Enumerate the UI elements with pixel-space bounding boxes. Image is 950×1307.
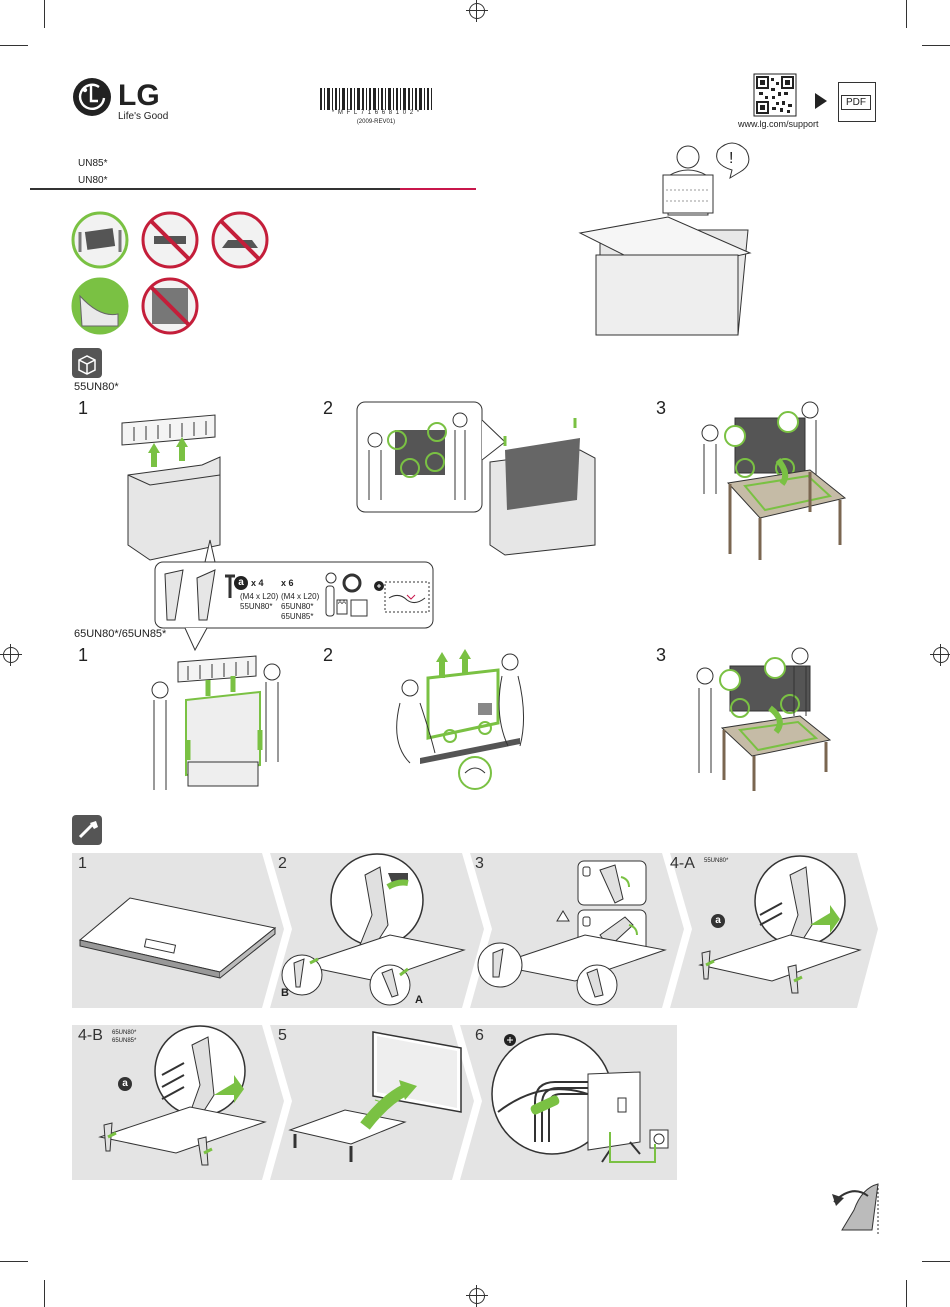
- stand-lock-illustration: [477, 860, 667, 1006]
- registration-mark-right: [930, 644, 950, 666]
- unpack-65-step1-illustration: [151, 655, 281, 790]
- barcode: [320, 88, 432, 110]
- screw-b-spec: (M4 x L20): [281, 592, 320, 601]
- cable-icon: [342, 573, 362, 593]
- unpack-55-step3-illustration: [701, 401, 847, 560]
- step-3-label: 3: [656, 398, 667, 418]
- brand-name: LG: [118, 79, 160, 112]
- screw-b-qty: x 6: [281, 578, 294, 588]
- pdf-icon: PDF: [838, 82, 876, 122]
- screw-a-spec: (M4 x L20): [240, 592, 279, 601]
- battery-icon: [336, 599, 348, 615]
- revision-code: (2009-REV01): [356, 119, 396, 125]
- crop-mark: [922, 1261, 950, 1262]
- step-2-label: 2: [323, 398, 334, 418]
- ok-carry-upright-icon: [71, 211, 129, 269]
- screw-a-badge-4b: a: [118, 1077, 132, 1091]
- header-rule: [30, 188, 400, 190]
- no-touch-screen-icon: [141, 277, 199, 335]
- manual-icon: [350, 599, 368, 617]
- registration-mark-top: [466, 0, 488, 22]
- remote-icon: [325, 585, 335, 617]
- stand-leg-right-icon: [196, 569, 216, 621]
- screw-b-model-65un85: 65UN85*: [281, 612, 314, 621]
- unpack-model-65: 65UN80*/65UN85*: [74, 628, 167, 640]
- pdf-label: PDF: [841, 95, 871, 110]
- assembly-step-4a: 4-A: [670, 855, 695, 872]
- no-carry-flat-icon: [141, 211, 199, 269]
- assembly-step-4b: 4-B: [78, 1027, 103, 1044]
- unpack-model-55: 55UN80*: [74, 381, 119, 393]
- assembly-step-4a-model: 55UN80*: [704, 858, 729, 864]
- model-un85: UN85*: [78, 158, 108, 169]
- tv-face-down-illustration: [78, 897, 277, 979]
- support-url[interactable]: www.lg.com/support: [738, 119, 819, 129]
- unpack-65-step3-illustration: [696, 647, 832, 791]
- assembly-step-3: 3: [475, 855, 484, 872]
- crop-mark: [44, 0, 45, 28]
- unpack-65-step2-illustration: [396, 649, 525, 790]
- registration-mark-left: [0, 644, 22, 666]
- screw-a-models: 55UN80*: [240, 602, 273, 611]
- assembly-section-icon: [72, 815, 102, 845]
- brand-tagline: Life's Good: [118, 111, 169, 122]
- svg-text:!: !: [729, 150, 733, 167]
- assembly-step-2: 2: [278, 855, 287, 872]
- assembly-step-6: 6: [475, 1027, 484, 1044]
- unpack-55-step2-illustration: [356, 401, 596, 556]
- crop-mark: [44, 1280, 45, 1307]
- step-1-label: 1: [78, 398, 89, 418]
- assembly-step-1: 1: [78, 855, 87, 872]
- assembly-4b-model-65un80: 65UN80*: [112, 1030, 137, 1036]
- stand-leg-left-icon: [164, 569, 184, 621]
- screw-a-badge-4a: a: [711, 914, 725, 928]
- assembly-step-5: 5: [278, 1027, 287, 1044]
- screw-a-qty: x 4: [251, 578, 264, 588]
- screw-icon: [225, 574, 235, 598]
- qr-code-icon: [753, 73, 797, 117]
- remote-icon-top: [325, 572, 337, 584]
- assembly-4b-model-65un85: 65UN85*: [112, 1038, 137, 1044]
- registration-mark-bottom: [466, 1285, 488, 1307]
- caution-icon: [556, 910, 570, 922]
- step-2-label-65: 2: [323, 645, 334, 665]
- screw-a-badge: a: [234, 576, 248, 590]
- lock-open-icon: [582, 866, 591, 877]
- header-rule-accent: [400, 188, 476, 190]
- step-3-label-65: 3: [656, 645, 667, 665]
- page-turn-icon: [832, 1183, 879, 1234]
- stand-tv-upright-illustration: [288, 1031, 462, 1162]
- stand-b-label: B: [281, 987, 289, 999]
- crop-mark: [922, 45, 950, 46]
- barcode-number: * M F L 7 1 6 6 8 1 0 2 *: [331, 110, 421, 116]
- box-section-icon: [72, 348, 102, 378]
- crop-mark: [0, 45, 28, 46]
- model-un80: UN80*: [78, 175, 108, 186]
- battery-label: AA: [338, 600, 347, 606]
- screw-stand-65-illustration: [98, 1025, 267, 1166]
- cable-management-illustration: [491, 1033, 669, 1163]
- no-lay-down-icon: [211, 211, 269, 269]
- unpack-55-step1-illustration: [121, 414, 221, 561]
- parts-callout: [154, 539, 434, 652]
- lg-face-icon: [73, 78, 111, 116]
- unbox-warning-illustration: !: [578, 142, 752, 336]
- crop-mark: [906, 1280, 907, 1307]
- screw-b-model-65un80: 65UN80*: [281, 602, 314, 611]
- step-1-label-65: 1: [78, 645, 89, 665]
- crop-mark: [906, 0, 907, 28]
- stand-a-label: A: [415, 994, 423, 1006]
- ok-grip-frame-icon: [71, 277, 129, 335]
- attach-stand-illustration: [281, 853, 466, 1006]
- power-outlet-icon: [649, 1129, 669, 1149]
- handling-caution-icons: [71, 211, 269, 335]
- crop-mark: [0, 1261, 28, 1262]
- screw-stand-55-illustration: [698, 855, 862, 994]
- lock-closed-icon: [582, 916, 591, 927]
- arrow-right-icon: [815, 93, 827, 109]
